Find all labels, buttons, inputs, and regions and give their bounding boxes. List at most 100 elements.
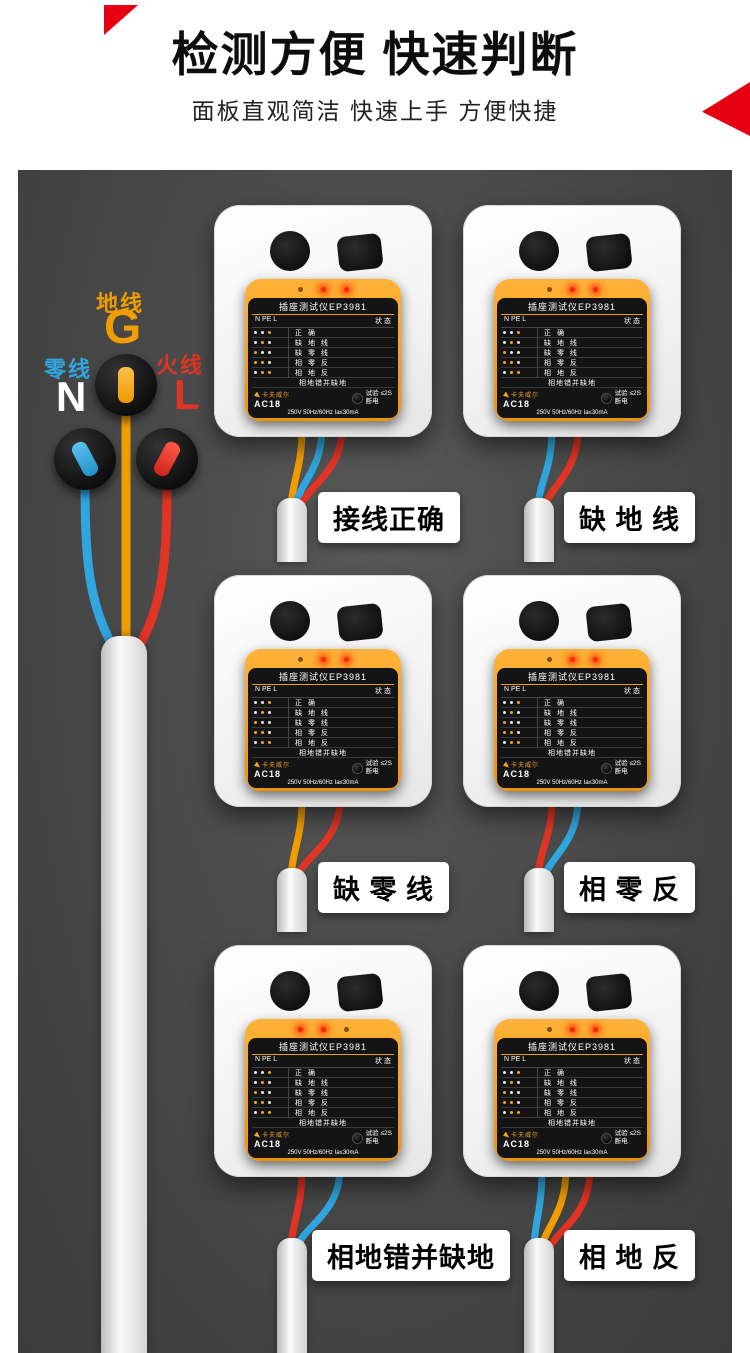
model-label: AC18 bbox=[503, 769, 531, 779]
legend-live-letter: L bbox=[174, 371, 200, 418]
tester-slot: 插座测试仪EP3981 N PE L 状 态 正 确 缺 地 线 缺 零 线 相… bbox=[245, 279, 401, 421]
tester-col-npel: N PE L bbox=[255, 1056, 278, 1063]
tester-footer: 卡夫威尔 AC18 试验 ≤2S 断电 bbox=[501, 758, 643, 779]
brand-name: 卡夫威尔 bbox=[511, 393, 540, 399]
socket-tester: 插座测试仪EP3981 N PE L 状 态 正 确 缺 地 线 缺 零 线 相… bbox=[245, 649, 401, 791]
tester-face: 插座测试仪EP3981 N PE L 状 态 正 确 缺 地 线 缺 零 线 相… bbox=[248, 1038, 398, 1158]
test-label: 试验 bbox=[365, 760, 379, 767]
brand-name: 卡夫威尔 bbox=[262, 763, 291, 769]
tester-column-headers: N PE L 状 态 bbox=[252, 315, 394, 328]
tester-row: 相 零 反 bbox=[252, 357, 394, 368]
tester-row: 缺 零 线 bbox=[252, 717, 394, 728]
cable-stub bbox=[524, 868, 554, 932]
plug-hole-left bbox=[270, 231, 310, 271]
tester-slot: 插座测试仪EP3981 N PE L 状 态 正 确 缺 地 线 缺 零 线 相… bbox=[494, 649, 650, 791]
live-pin bbox=[136, 428, 198, 490]
tester-face: 插座测试仪EP3981 N PE L 状 态 正 确 缺 地 线 缺 零 线 相… bbox=[497, 298, 647, 418]
tester-led bbox=[592, 287, 598, 292]
test-label: 试验 bbox=[365, 390, 379, 397]
model-label: AC18 bbox=[254, 399, 282, 409]
tester-row: 正 确 bbox=[252, 1067, 394, 1078]
tester-col-npel: N PE L bbox=[504, 686, 527, 693]
page-title: 检测方便 快速判断 bbox=[171, 28, 579, 81]
tester-led bbox=[592, 657, 598, 662]
rating-text: 250V 50Hz/60Hz Ia≤30mA bbox=[287, 410, 359, 416]
tester-col-npel: N PE L bbox=[504, 316, 527, 323]
tester-face: 插座测试仪EP3981 N PE L 状 态 正 确 缺 地 线 缺 零 线 相… bbox=[497, 668, 647, 788]
tester-row: 正 确 bbox=[501, 697, 643, 708]
plug-hole-left bbox=[519, 971, 559, 1011]
tester-led bbox=[546, 657, 552, 662]
tester-row: 相地错并缺地 bbox=[252, 1118, 394, 1128]
tester-row: 相 地 反 bbox=[252, 1107, 394, 1118]
cable-stub bbox=[277, 498, 307, 562]
main-cable bbox=[101, 636, 147, 1353]
tester-row: 缺 地 线 bbox=[501, 337, 643, 348]
tester-footer: 卡夫威尔 AC18 试验 ≤2S 断电 bbox=[252, 388, 394, 409]
socket-unit-ground-fault: 插座测试仪EP3981 N PE L 状 态 正 确 缺 地 线 缺 零 线 相… bbox=[214, 945, 432, 1177]
tester-footer: 卡夫威尔 AC18 试验 ≤2S 断电 bbox=[252, 1128, 394, 1149]
tester-row: 正 确 bbox=[501, 1067, 643, 1078]
live-pin-slot bbox=[151, 439, 183, 479]
plug-hole-right bbox=[585, 232, 633, 273]
socket-label: 相地错并缺地 bbox=[312, 1230, 510, 1281]
test-button bbox=[600, 392, 612, 404]
tester-row: 相 零 反 bbox=[252, 727, 394, 738]
tester-led bbox=[592, 1027, 598, 1032]
tester-row: 相 零 反 bbox=[252, 1097, 394, 1108]
ground-pin-slot bbox=[118, 367, 134, 403]
cut-label: 断电 bbox=[365, 398, 379, 406]
cut-label: 断电 bbox=[614, 768, 628, 776]
tester-row: 相 地 反 bbox=[501, 737, 643, 748]
time-label: ≤2S bbox=[629, 760, 641, 767]
time-label: ≤2S bbox=[629, 1130, 641, 1137]
tester-col-status: 状 态 bbox=[375, 688, 391, 695]
tester-slot: 插座测试仪EP3981 N PE L 状 态 正 确 缺 地 线 缺 零 线 相… bbox=[245, 1019, 401, 1161]
page-subtitle: 面板直观简洁 快速上手 方便快捷 bbox=[191, 98, 559, 124]
test-button bbox=[351, 1132, 363, 1144]
test-button bbox=[351, 762, 363, 774]
tester-footer: 卡夫威尔 AC18 试验 ≤2S 断电 bbox=[501, 388, 643, 409]
socket-unit-live-neutral-reversed: 插座测试仪EP3981 N PE L 状 态 正 确 缺 地 线 缺 零 线 相… bbox=[463, 575, 681, 807]
tester-led bbox=[297, 1027, 303, 1032]
legend-ground-label: 地线 bbox=[96, 291, 145, 316]
tester-row: 相地错并缺地 bbox=[501, 748, 643, 758]
tester-title: 插座测试仪EP3981 bbox=[252, 300, 394, 315]
model-label: AC18 bbox=[503, 399, 531, 409]
neutral-pin bbox=[54, 428, 116, 490]
rating-text: 250V 50Hz/60Hz Ia≤30mA bbox=[287, 780, 359, 786]
cut-label: 断电 bbox=[614, 398, 628, 406]
tester-column-headers: N PE L 状 态 bbox=[501, 315, 643, 328]
tester-led bbox=[546, 287, 552, 292]
test-label: 试验 bbox=[365, 1130, 379, 1137]
legend-neutral-letter: N bbox=[56, 373, 87, 420]
socket-label: 相 地 反 bbox=[564, 1230, 696, 1281]
model-label: AC18 bbox=[254, 769, 282, 779]
tester-led bbox=[569, 287, 575, 292]
tester-row: 缺 地 线 bbox=[252, 707, 394, 718]
model-label: AC18 bbox=[254, 1139, 282, 1149]
cut-label: 断电 bbox=[614, 1138, 628, 1146]
tester-row: 相地错并缺地 bbox=[252, 748, 394, 758]
tester-face: 插座测试仪EP3981 N PE L 状 态 正 确 缺 地 线 缺 零 线 相… bbox=[248, 298, 398, 418]
model-label: AC18 bbox=[503, 1139, 531, 1149]
brand-logo-icon bbox=[503, 1131, 509, 1138]
socket-label: 相 零 反 bbox=[564, 862, 696, 913]
tester-col-npel: N PE L bbox=[255, 686, 278, 693]
tester-led bbox=[297, 287, 303, 292]
socket-tester: 插座测试仪EP3981 N PE L 状 态 正 确 缺 地 线 缺 零 线 相… bbox=[494, 649, 650, 791]
tester-row: 相 地 反 bbox=[252, 367, 394, 378]
neutral-pin-slot bbox=[69, 439, 101, 479]
brand-name: 卡夫威尔 bbox=[511, 1133, 540, 1139]
socket-unit-missing-neutral: 插座测试仪EP3981 N PE L 状 态 正 确 缺 地 线 缺 零 线 相… bbox=[214, 575, 432, 807]
plug-hole-left bbox=[270, 601, 310, 641]
cut-label: 断电 bbox=[365, 1138, 379, 1146]
time-label: ≤2S bbox=[380, 1130, 392, 1137]
time-label: ≤2S bbox=[380, 760, 392, 767]
tester-col-status: 状 态 bbox=[624, 688, 640, 695]
tester-row: 缺 零 线 bbox=[501, 717, 643, 728]
test-button bbox=[600, 762, 612, 774]
socket-label: 缺 零 线 bbox=[318, 862, 450, 913]
time-label: ≤2S bbox=[629, 390, 641, 397]
brand-logo-icon bbox=[503, 391, 509, 398]
